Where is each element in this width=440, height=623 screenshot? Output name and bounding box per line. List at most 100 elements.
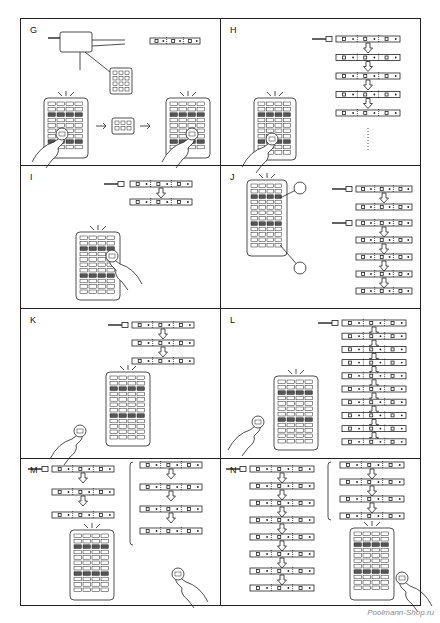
step-panel: J [220, 165, 421, 309]
step-letter: I [30, 173, 33, 182]
led-strip [140, 505, 202, 513]
down-arrow [380, 227, 389, 237]
power-plug [318, 321, 338, 326]
step-letter: M [30, 466, 38, 475]
led-strip [250, 584, 314, 592]
power-plug [104, 182, 124, 187]
down-arrow [157, 188, 166, 198]
led-strip [132, 321, 194, 329]
led-strip [52, 465, 114, 473]
led-strip [250, 465, 314, 473]
down-arrow [380, 244, 389, 254]
led-strip [342, 319, 406, 327]
pointing-hand [242, 133, 278, 173]
power-plug [312, 37, 332, 42]
led-strip [340, 495, 404, 503]
pointing-hand [172, 568, 208, 608]
step-panel: L [220, 308, 421, 459]
led-strip [150, 37, 200, 45]
step-panel: G [20, 18, 221, 166]
remote-control [106, 365, 150, 446]
led-strip [52, 488, 114, 496]
down-arrow [368, 503, 377, 513]
down-arrow [364, 80, 373, 90]
led-strip [140, 527, 202, 535]
step-letter: J [230, 173, 235, 182]
remote-control [247, 173, 287, 256]
down-arrow [278, 558, 287, 568]
led-strip [250, 533, 314, 541]
down-arrow [364, 43, 373, 53]
led-strip [342, 372, 406, 380]
step-panel: H [220, 18, 421, 166]
led-strip [340, 478, 404, 486]
step-letter: G [30, 26, 37, 35]
led-strip [132, 339, 194, 347]
led-strip [250, 550, 314, 558]
bracket [328, 462, 331, 520]
down-arrow [278, 473, 287, 483]
down-arrow [167, 513, 176, 523]
led-strip [336, 54, 400, 62]
led-strip [342, 425, 406, 433]
down-arrow [368, 469, 377, 479]
step-panel: K [20, 308, 221, 459]
led-strip [342, 398, 406, 406]
led-strip [340, 512, 404, 520]
down-arrow [79, 496, 88, 506]
down-arrow [380, 278, 389, 288]
led-strip [356, 236, 412, 244]
step-letter: K [30, 316, 36, 325]
led-strip [356, 185, 412, 193]
led-strip [140, 483, 202, 491]
watermark: Poolmann-Shop.ru [367, 608, 434, 617]
pointing-hand [50, 425, 86, 465]
led-strip [340, 461, 404, 469]
step-panel: N [220, 458, 421, 606]
down-arrow [278, 575, 287, 585]
step-letter: L [230, 316, 235, 325]
down-arrow [159, 347, 168, 357]
down-arrow [278, 541, 287, 551]
pointing-hand [228, 416, 264, 456]
led-strip [356, 219, 412, 227]
led-strip [336, 91, 400, 99]
led-strip [130, 198, 192, 206]
led-strip [250, 499, 314, 507]
button-callout [280, 182, 306, 198]
down-arrow [380, 261, 389, 271]
led-strip [132, 357, 194, 365]
power-plug [332, 221, 352, 226]
down-arrow [364, 99, 373, 109]
down-arrow [159, 329, 168, 339]
led-strip [130, 180, 192, 188]
led-strip [342, 438, 406, 446]
led-strip [250, 516, 314, 524]
step-panel: M [20, 458, 221, 606]
bracket [130, 462, 133, 545]
led-strip [356, 270, 412, 278]
led-strip [342, 345, 406, 353]
down-arrow [167, 469, 176, 479]
led-strip [336, 72, 400, 80]
down-arrow [79, 473, 88, 483]
power-plug [332, 187, 352, 192]
led-strip [342, 359, 406, 367]
remote-control [350, 521, 394, 600]
led-strip [356, 287, 412, 295]
led-strip [336, 35, 400, 43]
step-letter: H [230, 26, 237, 35]
led-strip [356, 253, 412, 261]
remote-control [70, 523, 114, 600]
led-strip [356, 203, 412, 211]
controller-box [48, 32, 132, 94]
step-letter: N [230, 466, 237, 475]
down-arrow [380, 193, 389, 203]
power-plug [108, 323, 128, 328]
pointing-hand [396, 572, 432, 612]
continuation-dots [368, 128, 369, 150]
small-keypad [96, 118, 150, 134]
led-strip [250, 482, 314, 490]
led-strip [52, 511, 114, 519]
remote-control [274, 369, 318, 450]
